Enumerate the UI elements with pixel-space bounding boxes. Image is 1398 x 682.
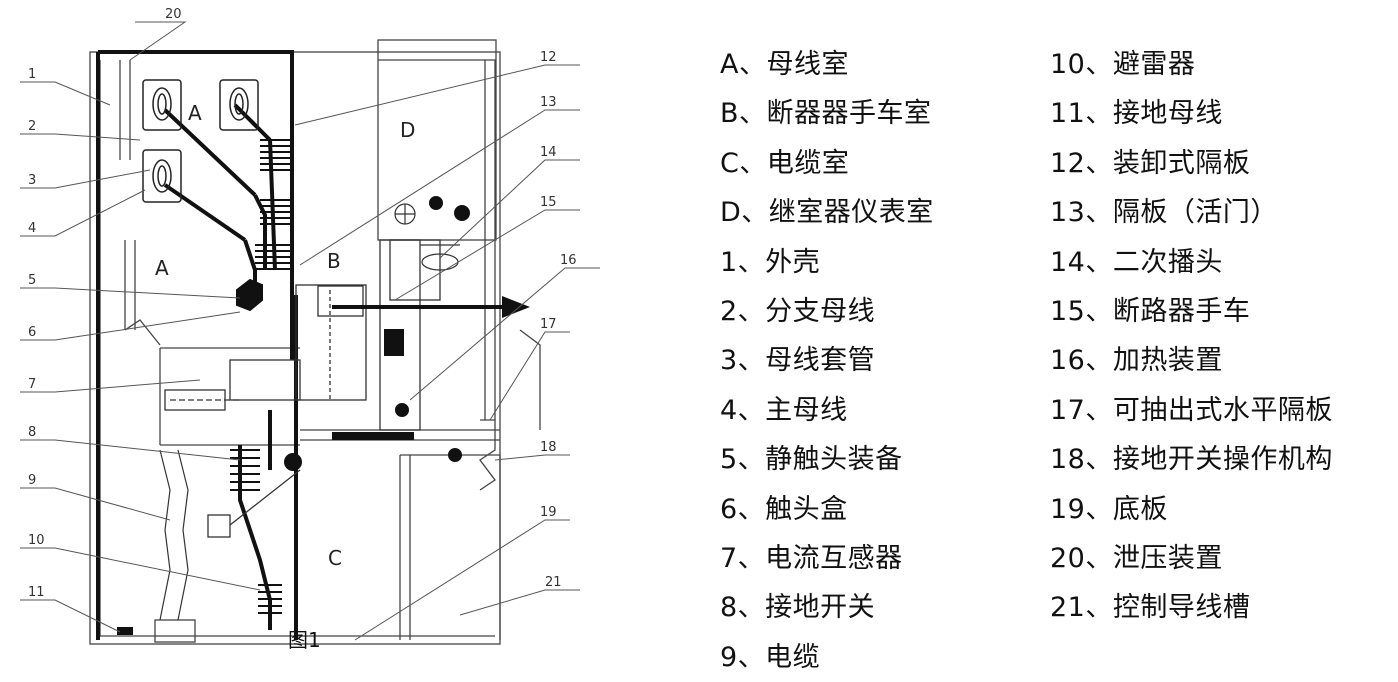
room-label-a-lower: A [155, 256, 169, 280]
contact-assembly [164, 239, 441, 538]
legend-item-7: 7、电流互感器 [720, 542, 903, 574]
bushings [142, 79, 259, 203]
callout-12: 12 [540, 50, 557, 65]
legend-item-17: 17、可抽出式水平隔板 [1050, 394, 1333, 426]
legend-left-column: A、母线室 B、断器器手车室 C、电缆室 D、继室器仪表室 1、外壳 2、分支母… [720, 40, 934, 682]
withdraw-arrow [332, 296, 530, 318]
room-label-b: B [327, 249, 341, 273]
callout-3: 3 [28, 173, 36, 188]
legend-item-b: B、断器器手车室 [720, 98, 932, 130]
callout-14: 14 [540, 145, 557, 160]
callout-4: 4 [28, 221, 36, 236]
legend-right-column: 10、避雷器 11、接地母线 12、装卸式隔板 13、隔板（活门） 14、二次播… [1050, 40, 1333, 633]
legend-item-11: 11、接地母线 [1050, 98, 1223, 130]
breaker-details [159, 203, 460, 621]
callout-2: 2 [28, 119, 36, 134]
legend-item-4: 4、主母线 [720, 394, 848, 426]
callout-1: 1 [28, 67, 36, 82]
legend-item-13: 13、隔板（活门） [1050, 197, 1278, 229]
callout-16: 16 [560, 253, 577, 268]
legend-item-d: D、继室器仪表室 [720, 197, 934, 229]
legend-item-12: 12、装卸式隔板 [1050, 147, 1251, 179]
legend-item-14: 14、二次播头 [1050, 246, 1223, 278]
callout-17: 17 [540, 317, 557, 332]
callout-20: 20 [165, 7, 182, 22]
legend-item-16: 16、加热装置 [1050, 345, 1223, 377]
callout-10: 10 [28, 533, 45, 548]
contact-solid [117, 196, 470, 635]
callout-leaders [20, 21, 600, 641]
callout-9: 9 [28, 473, 36, 488]
room-label-a-upper: A [188, 101, 202, 125]
legend-item-20: 20、泄压装置 [1050, 542, 1223, 574]
legend-item-8: 8、接地开关 [720, 592, 876, 624]
callout-6: 6 [28, 325, 36, 340]
callout-5: 5 [28, 273, 36, 288]
callout-18: 18 [540, 440, 557, 455]
legend-item-19: 19、底板 [1050, 493, 1168, 525]
legend-item-2: 2、分支母线 [720, 295, 876, 327]
legend-item-10: 10、避雷器 [1050, 49, 1196, 80]
legend-item-6: 6、触头盒 [720, 493, 848, 525]
figure-caption: 图1 [288, 628, 321, 652]
callout-21: 21 [545, 575, 562, 590]
legend-item-21: 21、控制导线槽 [1050, 592, 1251, 624]
room-label-d: D [400, 118, 415, 142]
legend-item-15: 15、断路器手车 [1050, 295, 1251, 327]
switchgear-diagram: 20 1 2 3 4 5 6 7 8 9 10 11 12 13 14 15 1… [20, 7, 600, 652]
callout-numbers: 20 1 2 3 4 5 6 7 8 9 10 11 12 13 14 15 1… [28, 7, 577, 600]
legend-item-1: 1、外壳 [720, 246, 821, 278]
callout-11: 11 [28, 585, 45, 600]
room-labels: A A B C D [155, 101, 415, 570]
legend-item-a: A、母线室 [720, 49, 849, 80]
callout-15: 15 [540, 195, 557, 210]
legend-item-9: 9、电缆 [720, 641, 821, 673]
legend-item-3: 3、母线套管 [720, 345, 876, 377]
callout-19: 19 [540, 505, 557, 520]
callout-7: 7 [28, 377, 36, 392]
callout-8: 8 [28, 425, 36, 440]
busbar-coils [230, 139, 290, 614]
callout-13: 13 [540, 95, 557, 110]
room-label-c: C [328, 546, 342, 570]
legend-item-c: C、电缆室 [720, 147, 850, 179]
legend-item-5: 5、静触头装备 [720, 444, 903, 476]
legend-item-18: 18、接地开关操作机构 [1050, 444, 1333, 476]
